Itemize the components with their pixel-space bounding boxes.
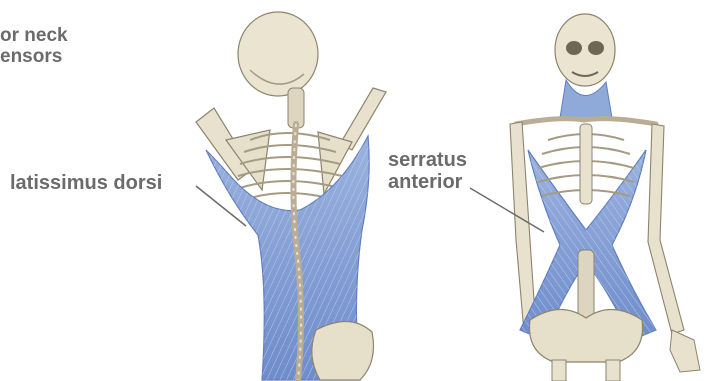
left-arm-bones — [510, 122, 536, 332]
serratus-leader-line — [470, 188, 544, 232]
latissimus-dorsi-label: latissimus dorsi — [10, 172, 162, 194]
sternum — [580, 124, 592, 204]
serratus-anterior-label: serratus anterior — [388, 149, 467, 193]
anterior-skeleton-figure — [510, 14, 700, 381]
right-arm-bones — [648, 124, 684, 334]
posterior-skeleton-figure — [196, 12, 386, 380]
anterior-pelvis — [530, 309, 643, 362]
posterior-pelvis — [312, 321, 374, 380]
neck-extensors-label: or neck ensors — [0, 25, 68, 67]
serratus-anterior-label-line2: anterior — [388, 171, 467, 193]
right-hand — [670, 330, 700, 372]
neck-extensors-label-line2: ensors — [0, 46, 68, 67]
lumbar-spine — [578, 250, 594, 320]
clavicles — [516, 119, 656, 124]
femurs — [552, 360, 620, 381]
serratus-anterior-label-line1: serratus — [388, 149, 467, 171]
neck-extensors-label-line1: or neck — [0, 25, 68, 46]
